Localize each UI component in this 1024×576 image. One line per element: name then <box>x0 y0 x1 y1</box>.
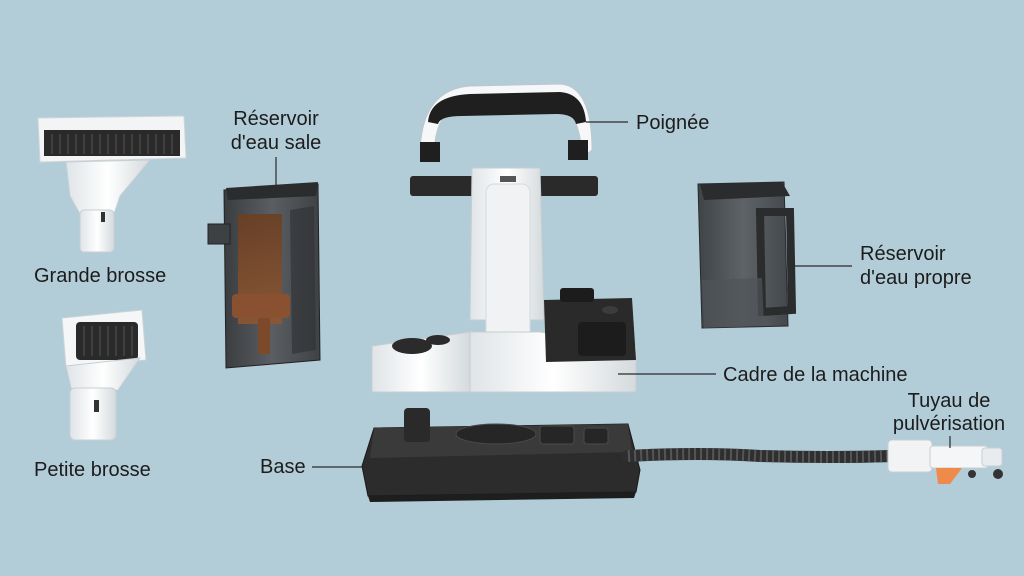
label-tuyau: Tuyau de pulvérisation <box>882 390 1016 436</box>
base <box>361 408 641 502</box>
label-cadre: Cadre de la machine <box>723 364 908 386</box>
label-reservoir-propre: Réservoir d'eau propre <box>860 242 972 290</box>
label-base: Base <box>260 456 306 478</box>
spray-hose <box>622 439 1003 484</box>
clean-water-tank <box>697 181 797 329</box>
label-tuyau-line2: pulvérisation <box>892 413 1006 435</box>
label-reservoir-sale: Réservoir d'eau sale <box>224 107 328 155</box>
small-brush <box>61 309 147 441</box>
label-tuyau-line1: Tuyau de <box>907 390 991 412</box>
machine-frame <box>371 167 637 393</box>
label-reservoir-sale-line2: d'eau sale <box>230 132 322 154</box>
label-poignee: Poignée <box>636 112 710 134</box>
handle <box>419 83 593 162</box>
dirty-water-tank <box>207 182 321 369</box>
label-reservoir-propre-line1: Réservoir <box>860 243 946 265</box>
label-reservoir-sale-line1: Réservoir <box>233 108 319 130</box>
label-grande-brosse: Grande brosse <box>34 265 167 287</box>
label-petite-brosse: Petite brosse <box>34 459 151 481</box>
label-reservoir-propre-line2: d'eau propre <box>860 267 972 289</box>
large-brush <box>37 115 187 253</box>
